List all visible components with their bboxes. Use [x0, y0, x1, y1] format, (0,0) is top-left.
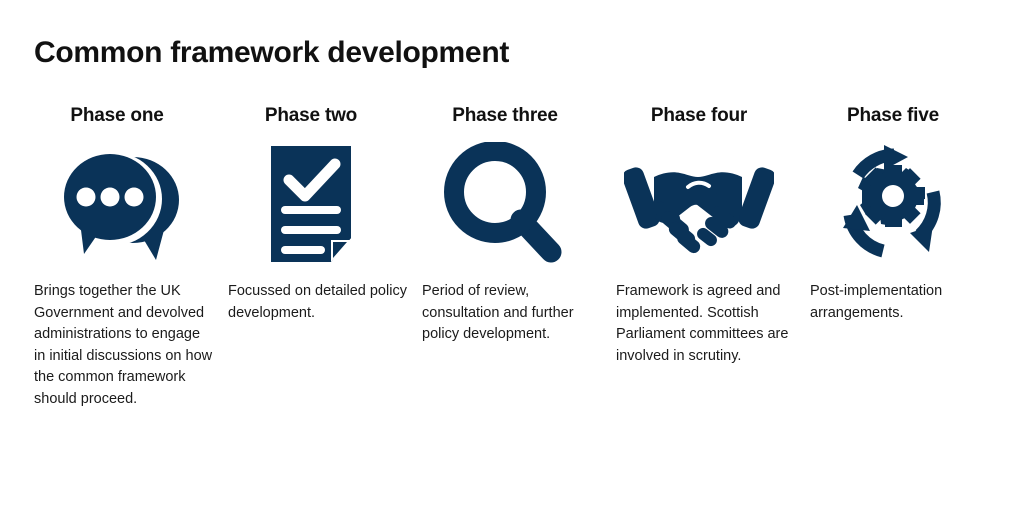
phase-heading: Phase four	[650, 105, 748, 126]
cycle-gear-icon	[803, 129, 983, 279]
phase-column-five: Phase five	[803, 103, 997, 410]
phase-description: Focussed on detailed policy development.	[228, 283, 407, 321]
page-title: Common framework development	[34, 36, 510, 69]
phase-column-two: Phase two Focussed on detailed policy de…	[221, 103, 415, 410]
phase-column-four: Phase four	[609, 103, 803, 410]
handshake-icon	[609, 129, 789, 279]
phase-heading: Phase two	[264, 105, 358, 126]
phase-heading: Phase five	[847, 105, 939, 126]
phase-description: Framework is agreed and implemented. Sco…	[616, 283, 789, 364]
phase-heading: Phase three	[452, 105, 558, 126]
phase-column-one: Phase one	[27, 103, 221, 410]
magnifying-glass-icon	[415, 129, 595, 279]
phase-heading: Phase one	[70, 105, 164, 126]
speech-bubbles-icon	[27, 129, 207, 279]
phase-description: Brings together the UK Government and de…	[34, 283, 213, 407]
phase-description: Post-implementation arrangements.	[810, 283, 943, 321]
phase-list: Phase one	[0, 103, 1024, 410]
phase-description: Period of review, consultation and furth…	[422, 283, 574, 342]
phase-column-three: Phase three Period of review, consultati…	[415, 103, 609, 410]
document-checklist-icon	[221, 129, 401, 279]
